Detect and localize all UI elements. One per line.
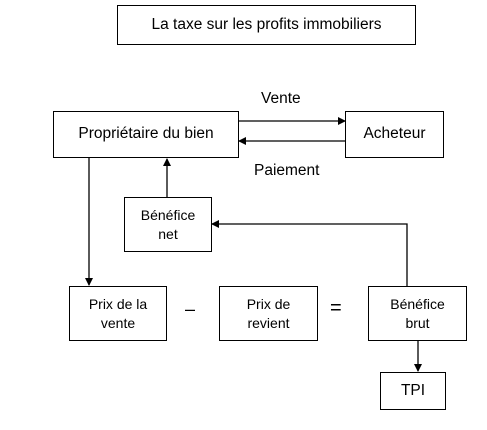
node-sale-price-line-1: Prix de la [88,295,148,312]
node-cost-price: Prix de revient [219,286,318,341]
node-gross-profit: Bénéfice brut [368,286,467,341]
node-net-profit-line-1: Bénéfice [140,206,196,223]
title-box: La taxe sur les profits immobiliers [117,5,416,45]
node-gross-profit-line-2: brut [405,314,430,331]
edge-label-payment: Paiement [254,162,320,179]
node-owner-label: Propriétaire du bien [78,125,214,143]
node-sale-price-line-2: vente [100,314,136,331]
node-owner: Propriétaire du bien [53,111,239,158]
node-tpi: TPI [380,372,446,410]
node-net-profit-line-2: net [158,225,178,242]
operator-minus: – [185,299,196,319]
node-tpi-label: TPI [400,381,426,399]
node-net-profit: Bénéfice net [124,197,212,252]
node-gross-profit-line-1: Bénéfice [390,295,445,312]
arrow-gross-to-net-profit [211,220,408,286]
node-sale-price: Prix de la vente [69,286,167,341]
operator-equals: = [330,297,342,319]
node-cost-price-line-1: Prix de [246,295,291,312]
diagram-title: La taxe sur les profits immobiliers [151,15,382,33]
node-buyer: Acheteur [345,111,444,158]
node-buyer-label: Acheteur [363,125,426,143]
node-cost-price-line-2: revient [247,314,290,331]
edge-label-sale: Vente [261,90,301,107]
